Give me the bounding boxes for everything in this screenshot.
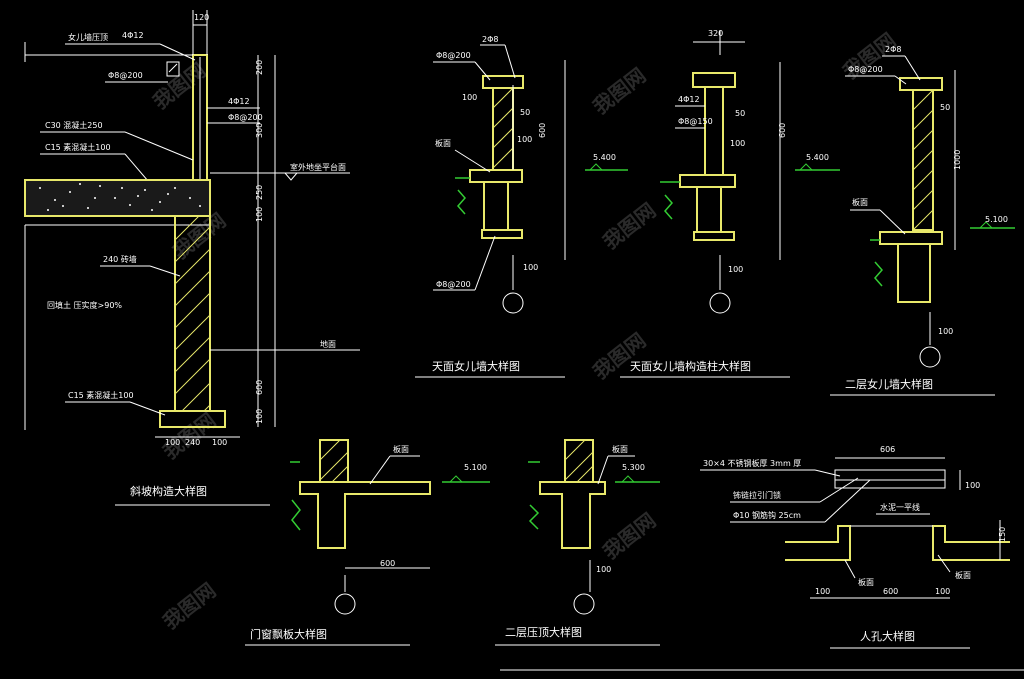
rebar-label: Φ8@200 xyxy=(848,65,883,74)
dim-label: 606 xyxy=(880,445,895,454)
detail-title: 斜坡构造大样图 xyxy=(130,484,207,498)
dim-label: 100 xyxy=(730,139,745,148)
floor2-ledge-detail: 板面 5.300 100 二层压顶大样图 xyxy=(495,439,660,646)
material-label: C15 素混凝土100 xyxy=(68,390,134,400)
dim-label: 50 xyxy=(520,108,530,117)
watermark-text: 我图网 xyxy=(598,508,660,564)
rebar-label: 板面 xyxy=(393,444,409,454)
dim-label: 200 xyxy=(255,60,264,75)
manhole-detail: 606 30×4 不锈钢板厚 3mm 厚 钸链拉引门锁 Φ10 钢筋钩 25cm… xyxy=(700,445,1010,649)
dim-label: 600 xyxy=(380,559,395,568)
dim-label: 50 xyxy=(940,103,950,112)
door-canopy-detail: 板面 5.100 600 门窗飘板大样图 xyxy=(245,439,490,646)
roof-parapet-column-detail: 320 4Φ12 Φ8@150 50 100 600 5.400 100 天面女… xyxy=(620,29,840,378)
watermark-text: 我图网 xyxy=(598,198,660,254)
dim-label: 100 xyxy=(165,438,180,447)
rebar-label: 板面 xyxy=(955,570,971,580)
dim-label: 150 xyxy=(998,527,1007,542)
roof-parapet-detail: 板面 2Φ8 Φ8@200 Φ8@200 600 100 50 100 5.40… xyxy=(415,35,628,378)
note-label: 水泥一平线 xyxy=(880,502,920,512)
watermark-text: 我图网 xyxy=(158,408,220,464)
rebar-label: 板面 xyxy=(858,577,874,587)
dim-label: 600 xyxy=(255,380,264,395)
rebar-label: 板面 xyxy=(852,197,868,207)
material-label: C15 素混凝土100 xyxy=(45,142,111,152)
slope-detail: 120 女儿墙压顶 4Φ12 Φ8@200 4Φ12 Φ8@200 C30 混凝… xyxy=(24,10,360,506)
level-label: 5.300 xyxy=(622,463,645,472)
detail-title: 天面女儿墙构造柱大样图 xyxy=(630,359,751,373)
rebar-label: 2Φ8 xyxy=(482,35,498,44)
dim-label: 1000 xyxy=(953,150,962,170)
material-label: 240 砖墙 xyxy=(103,254,137,264)
dim-label: 100 xyxy=(255,207,264,222)
material-label: C30 混凝土250 xyxy=(45,120,103,130)
rebar-label: 板面 xyxy=(612,444,628,454)
dim-label: 100 xyxy=(596,565,611,574)
rebar-label: Φ8@200 xyxy=(436,51,471,60)
detail-title: 门窗飘板大样图 xyxy=(250,627,327,641)
dim-label: 100 xyxy=(728,265,743,274)
dim-label: 100 xyxy=(815,587,830,596)
dim-label: 600 xyxy=(778,123,787,138)
rebar-label: 女儿墙压顶 xyxy=(68,32,108,42)
rebar-label: Φ8@200 xyxy=(436,280,471,289)
dim-label: 300 xyxy=(255,123,264,138)
level-label: 5.100 xyxy=(464,463,487,472)
material-label: 回填土 压实度>90% xyxy=(47,300,122,310)
dim-label: 50 xyxy=(735,109,745,118)
note-label: 30×4 不锈钢板厚 3mm 厚 xyxy=(703,458,801,468)
rebar-label: Φ8@200 xyxy=(108,71,143,80)
rebar-label: 板面 xyxy=(435,138,451,148)
dim-label: 100 xyxy=(938,327,953,336)
level-label: 5.100 xyxy=(985,215,1008,224)
rebar-label: 4Φ12 xyxy=(678,95,700,104)
detail-title: 二层压顶大样图 xyxy=(505,625,582,639)
dim-label: 120 xyxy=(194,13,209,22)
watermark-text: 我图网 xyxy=(588,328,650,384)
dim-label: 100 xyxy=(965,481,980,490)
rebar-label: 2Φ8 xyxy=(885,45,901,54)
rebar-label: Φ8@150 xyxy=(678,117,713,126)
concrete-slab xyxy=(24,179,211,217)
detail-title: 天面女儿墙大样图 xyxy=(432,359,520,373)
dim-label: 240 xyxy=(185,438,200,447)
level-label: 5.400 xyxy=(593,153,616,162)
dim-label: 250 xyxy=(255,185,264,200)
rebar-label: Φ8@200 xyxy=(228,113,263,122)
dim-label: 100 xyxy=(523,263,538,272)
detail-title: 人孔大样图 xyxy=(860,629,915,643)
floor2-parapet-detail: 2Φ8 Φ8@200 板面 1000 50 5.100 100 二层女儿墙大样图 xyxy=(830,45,1015,396)
note-label: 钸链拉引门锁 xyxy=(733,490,781,500)
dim-label: 100 xyxy=(462,93,477,102)
wall-hatch xyxy=(174,215,211,412)
rebar-label: 4Φ12 xyxy=(228,97,250,106)
footing xyxy=(159,410,226,428)
dim-label: 600 xyxy=(883,587,898,596)
dim-label: 100 xyxy=(517,135,532,144)
level-label: 5.400 xyxy=(806,153,829,162)
watermark-text: 我图网 xyxy=(158,578,220,634)
rebar-label: 4Φ12 xyxy=(122,31,144,40)
level-label: 室外地坐平台面 xyxy=(290,162,346,172)
level-label: 地面 xyxy=(320,339,336,349)
note-label: Φ10 钢筋钩 25cm xyxy=(733,510,801,520)
dim-label: 100 xyxy=(255,409,264,424)
dim-label: 100 xyxy=(935,587,950,596)
watermark-text: 我图网 xyxy=(588,63,650,119)
dim-label: 600 xyxy=(538,123,547,138)
detail-title: 二层女儿墙大样图 xyxy=(845,377,933,391)
dim-label: 100 xyxy=(212,438,227,447)
concrete-speckle xyxy=(39,183,201,211)
dim-label: 320 xyxy=(708,29,723,38)
